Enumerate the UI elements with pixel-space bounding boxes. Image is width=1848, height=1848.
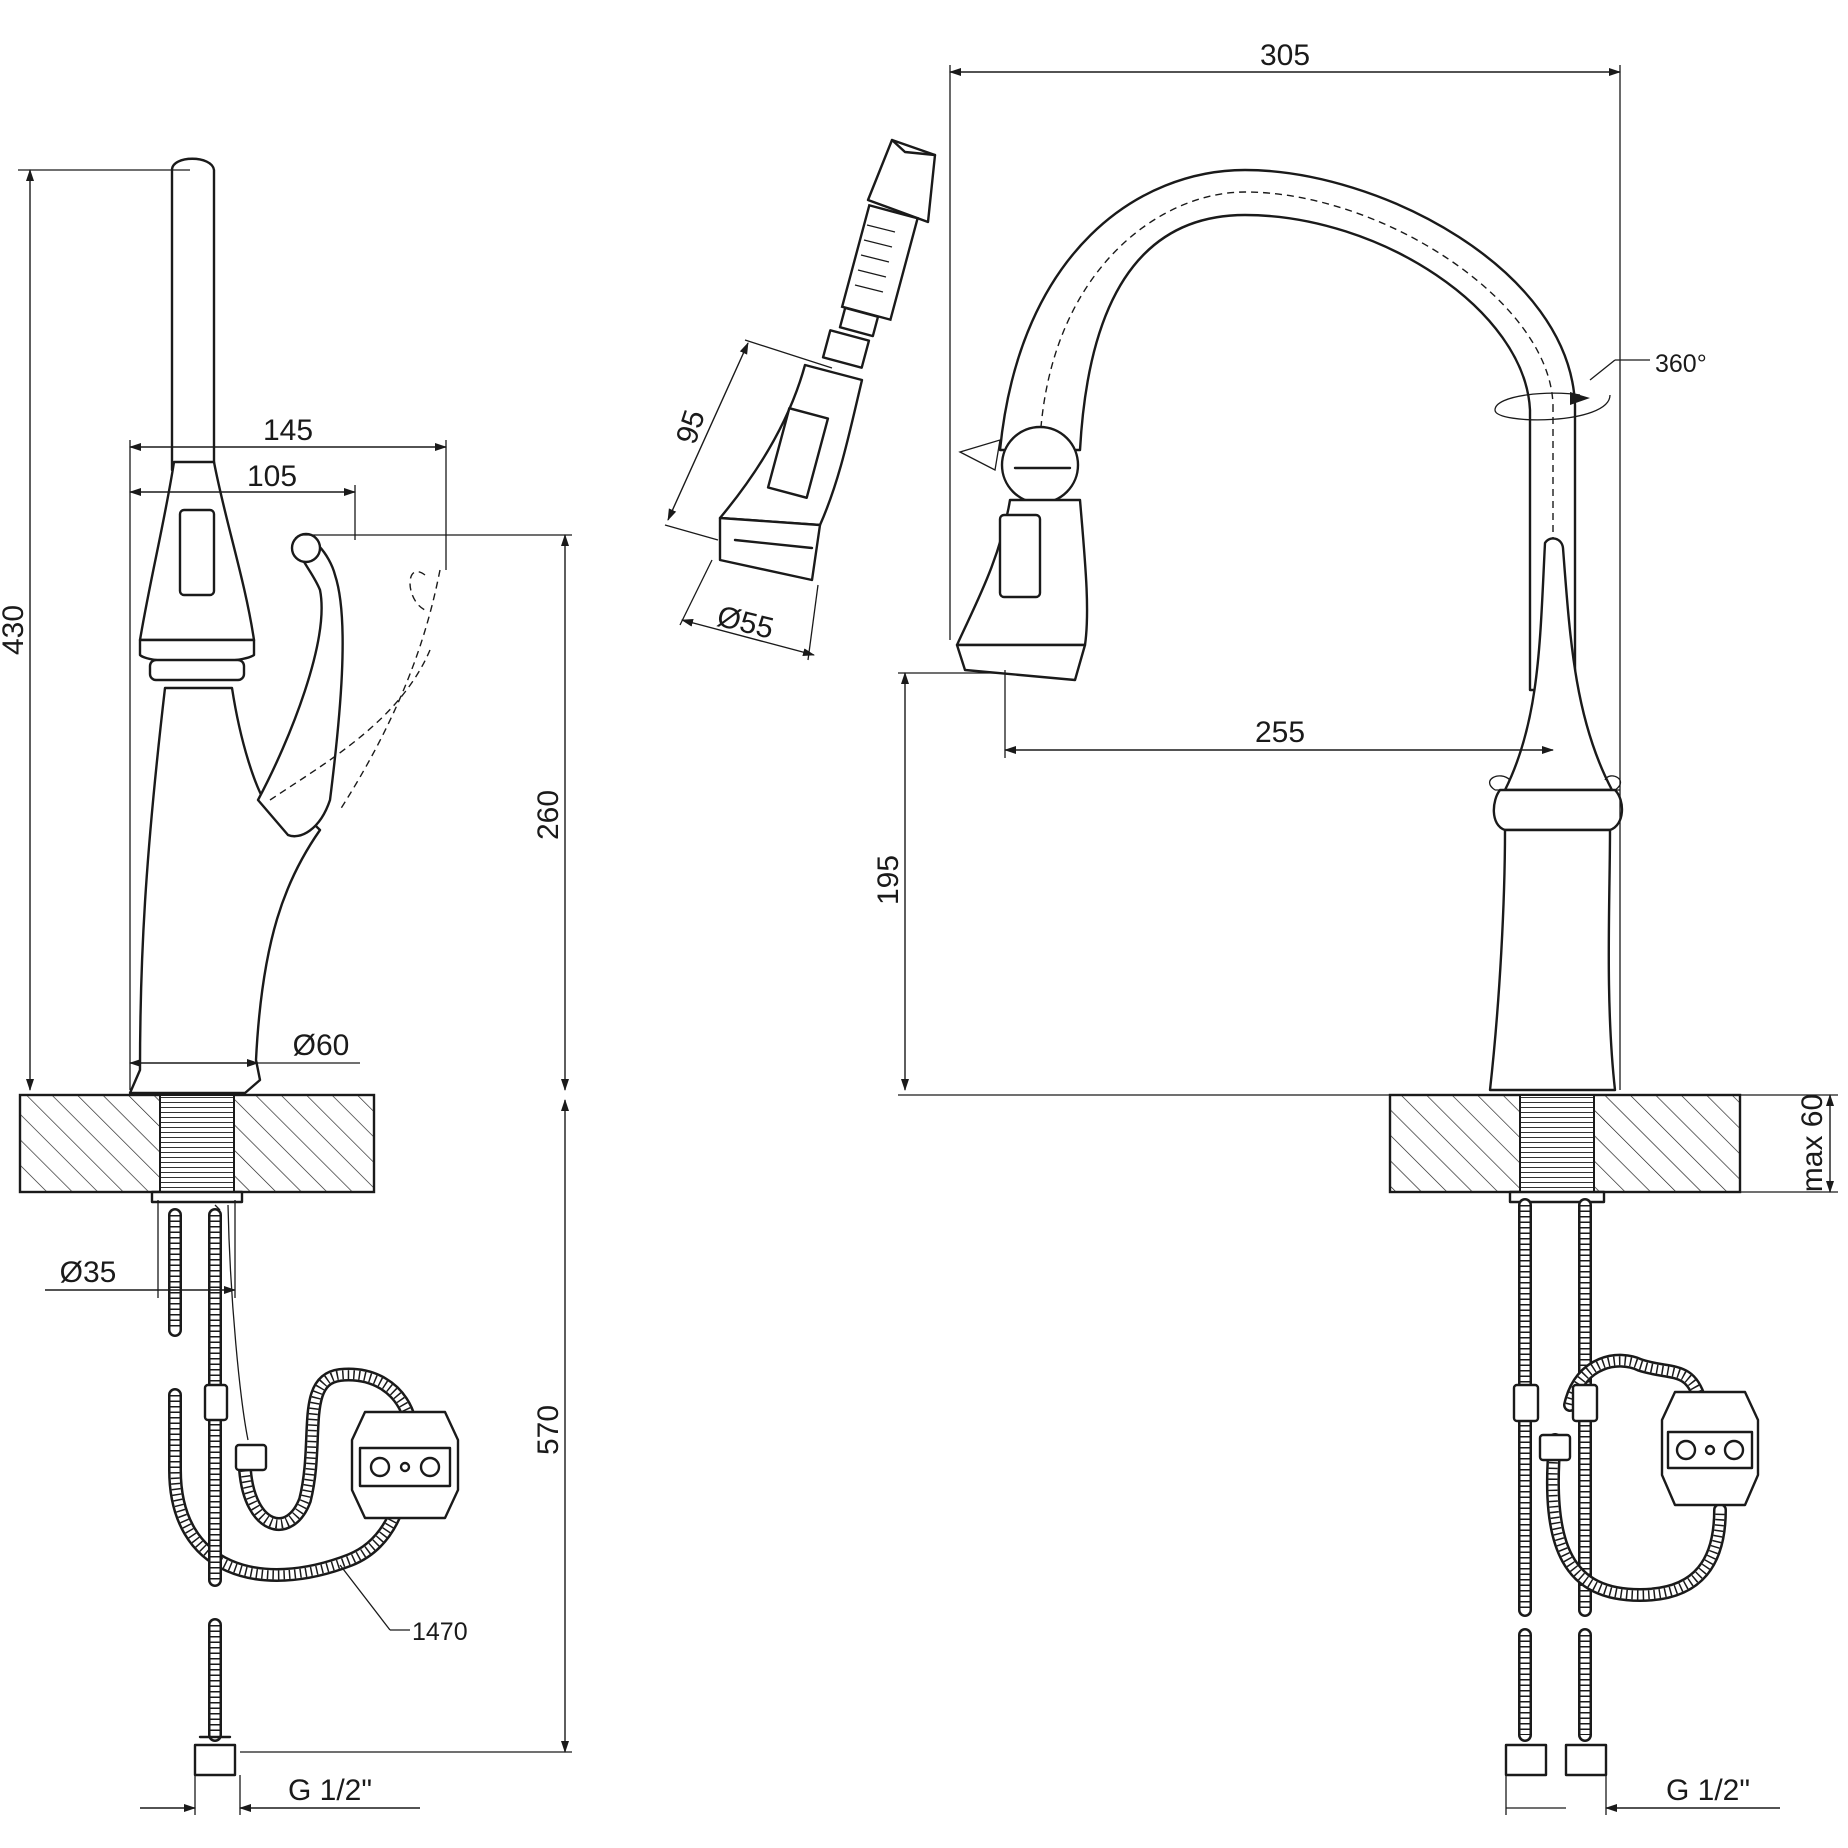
- spout-front: 360°: [955, 168, 1707, 1090]
- dim-width-outer: 145: [263, 414, 313, 447]
- dim-spout-reach: 255: [1255, 716, 1305, 749]
- faucet-body-front: [1488, 537, 1624, 1092]
- countertop-section-left: [18, 1093, 376, 1204]
- dim-width-inner: 105: [247, 460, 297, 493]
- dim-height-total: 430: [0, 605, 30, 655]
- dim-hose-length: 570: [532, 1405, 565, 1455]
- dim-rotation: 360°: [1655, 350, 1707, 378]
- dim-braided-hose: 1470: [412, 1618, 468, 1646]
- dim-height-body: 260: [532, 790, 565, 840]
- dim-connection-thread-left: G 1/2": [288, 1774, 372, 1807]
- faucet-body-side: [128, 157, 441, 1095]
- pull-out-head-detail: 95 Ø55: [664, 138, 937, 661]
- countertop-section-right: [1388, 1093, 1742, 1204]
- front-view: 360°: [872, 39, 1838, 1815]
- dim-connection-thread-right: G 1/2": [1666, 1774, 1750, 1807]
- dim-base-diameter: Ø60: [293, 1029, 350, 1062]
- hoses-side: [168, 1204, 460, 1777]
- hoses-front: [1504, 1198, 1760, 1777]
- side-view: 430 145 105 260 Ø60 Ø35 570 1470: [0, 157, 572, 1815]
- dim-hole-diameter: Ø35: [60, 1256, 117, 1289]
- dimensions-front: 305 255 195 max 60 G 1/2": [872, 39, 1838, 1815]
- dim-counter-thickness: max 60: [1796, 1094, 1829, 1192]
- dim-head-diameter: Ø55: [714, 600, 777, 646]
- dim-reach-width: 305: [1260, 39, 1310, 72]
- dimensions-side: 430 145 105 260 Ø60 Ø35 570 1470: [0, 169, 572, 1815]
- dim-spout-height: 195: [872, 855, 905, 905]
- dim-head-length: 95: [670, 406, 712, 448]
